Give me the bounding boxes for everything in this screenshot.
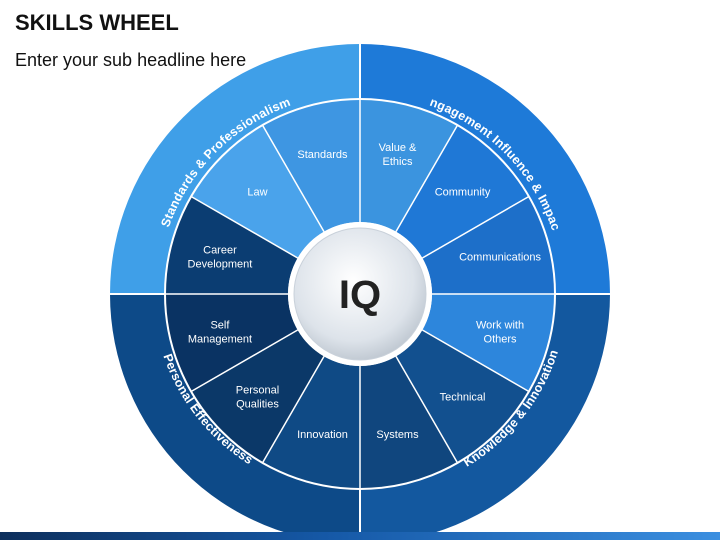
segment-label-community: Community (435, 186, 491, 198)
segment-communications (422, 196, 556, 294)
segment-divider (261, 355, 325, 464)
segment-systems (360, 356, 458, 489)
segment-community (396, 125, 529, 258)
segment-divider (395, 124, 459, 233)
quadrant-standards-professionalism (110, 44, 360, 294)
segment-label-law: Law (247, 186, 267, 198)
segment-divider (395, 355, 459, 464)
segment-self-management (165, 294, 298, 392)
inner-ring-border (164, 98, 556, 490)
segment-value-ethics (360, 99, 458, 232)
segment-innovation (262, 356, 360, 489)
segment-technical (396, 330, 529, 463)
segment-work-with-others (422, 294, 555, 392)
page-title: SKILLS WHEEL (15, 10, 179, 35)
segment-divider (261, 124, 325, 233)
quadrant-engagement-influence-impact (360, 44, 610, 294)
segment-personal-qualities (191, 330, 324, 463)
segment-divider (421, 329, 530, 393)
segment-divider (190, 195, 299, 259)
quadrant-personal-effectiveness (110, 294, 360, 540)
hub-circle (293, 227, 427, 361)
segment-label-value-ethics: Value &Ethics (379, 142, 417, 168)
bottom-bar (0, 532, 720, 540)
segment-law (191, 125, 324, 258)
page-subtitle: Enter your sub headline here (15, 50, 247, 70)
segment-label-innovation: Innovation (297, 429, 348, 441)
segment-label-technical: Technical (440, 392, 486, 404)
segment-divider (421, 195, 530, 259)
segment-label-systems: Systems (376, 429, 419, 441)
segment-career-development (165, 196, 298, 294)
segment-standards (262, 99, 360, 232)
segment-divider (190, 329, 299, 393)
quadrant-knowledge-innovation (360, 294, 610, 540)
segment-label-communications: Communications (459, 251, 541, 263)
segment-label-standards: Standards (297, 149, 348, 161)
center-label: IQ (339, 273, 381, 317)
